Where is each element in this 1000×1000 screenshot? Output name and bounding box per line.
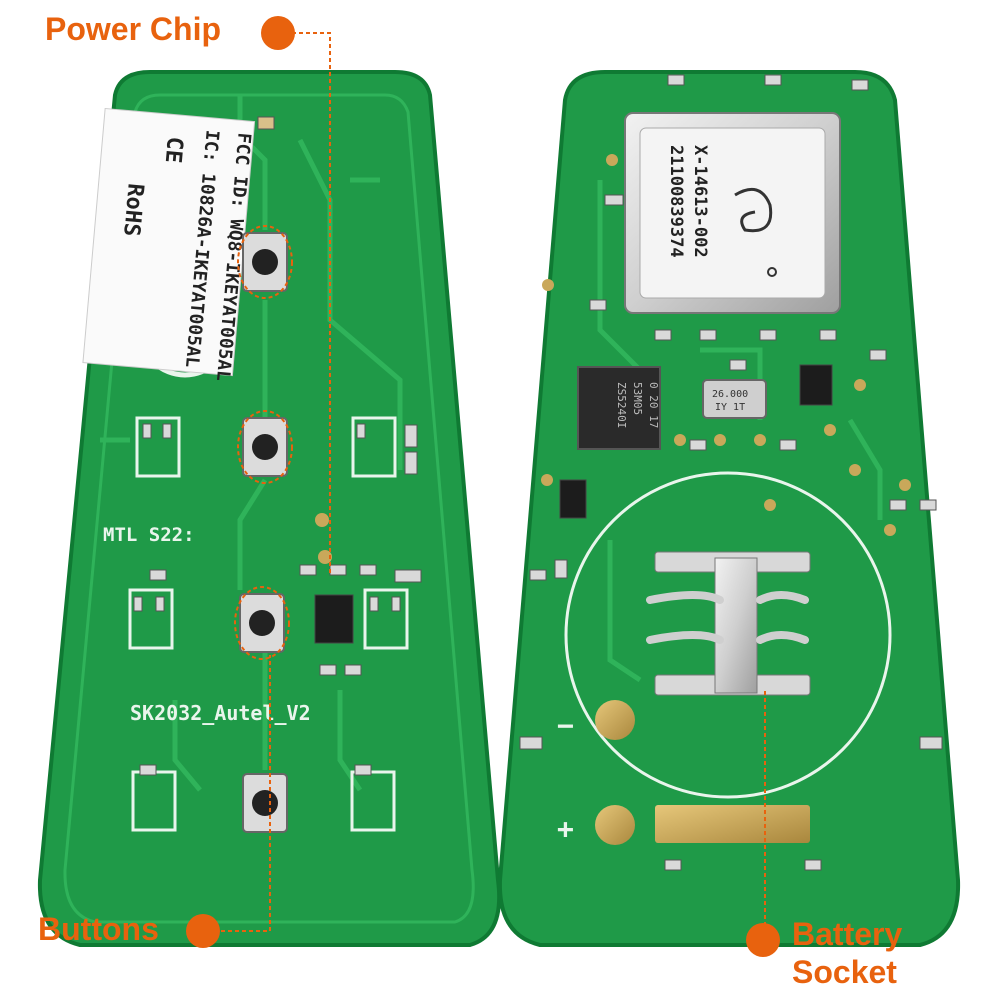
power-chip-ic xyxy=(314,594,354,644)
right-pcb-board: X-14613-002 21100839374 0 20 17 53M05 ZS… xyxy=(497,70,961,947)
left-pcb-board: FCC ID: WQ8-IKEYAT005AL IC: 10826A-IKEYA… xyxy=(37,70,502,947)
battery-outline xyxy=(564,471,892,799)
battery-negative-pad xyxy=(595,700,635,740)
crystal-oscillator: 26.000 IY 1T xyxy=(702,379,767,419)
module-logo xyxy=(734,187,773,233)
small-ic-1 xyxy=(799,364,833,406)
right-traces xyxy=(597,180,883,683)
right-vias xyxy=(541,154,911,536)
fcc-sticker: FCC ID: WQ8-IKEYAT005AL IC: 10826A-IKEYA… xyxy=(82,107,256,382)
buttons-callout-dot xyxy=(186,914,220,948)
small-ic-2 xyxy=(559,479,587,519)
rohs-mark: RoHS xyxy=(118,182,148,237)
silkscreen-mtl: MTL S22: xyxy=(103,524,195,546)
battery-positive-pad xyxy=(595,805,635,845)
rf-serial-number: 21100839374 xyxy=(666,145,686,258)
rf-part-number: X-14613-002 xyxy=(690,145,710,258)
main-rf-chip: 0 20 17 53M05 ZS5240I xyxy=(577,366,661,450)
chip-marking-line-3: ZS5240I xyxy=(615,382,628,428)
buttons-label: Buttons xyxy=(38,911,159,947)
chip-marking-line-1: 0 20 17 xyxy=(647,382,660,428)
silkscreen-model: SK2032_Autel_V2 xyxy=(130,701,311,725)
right-small-components xyxy=(519,74,943,871)
plus-sign: + xyxy=(557,812,574,845)
left-vias xyxy=(315,513,332,564)
battery-label-line2: Socket xyxy=(792,954,897,990)
power-chip-callout-dot xyxy=(261,16,295,50)
rf-module-shield: X-14613-002 21100839374 xyxy=(624,112,841,314)
left-footprints xyxy=(128,416,409,832)
battery-socket-contact xyxy=(646,551,811,696)
crystal-marking-line-1: 26.000 xyxy=(712,389,748,400)
crystal-marking-line-2: IY 1T xyxy=(715,402,745,413)
battery-positive-strip xyxy=(655,805,810,843)
ce-mark: CE xyxy=(160,136,187,165)
tactile-button-1 xyxy=(237,225,293,299)
power-chip-label: Power Chip xyxy=(45,11,222,47)
battery-label-line1: Battery xyxy=(792,916,903,952)
chip-marking-line-2: 53M05 xyxy=(631,382,644,415)
battery-callout-dot xyxy=(746,923,780,957)
led xyxy=(257,116,275,130)
tactile-button-3 xyxy=(234,586,290,660)
left-small-components xyxy=(133,423,422,776)
minus-sign: − xyxy=(557,709,574,742)
tactile-button-2 xyxy=(237,410,293,484)
callout-leaders xyxy=(200,32,766,940)
tactile-button-4 xyxy=(242,773,288,833)
